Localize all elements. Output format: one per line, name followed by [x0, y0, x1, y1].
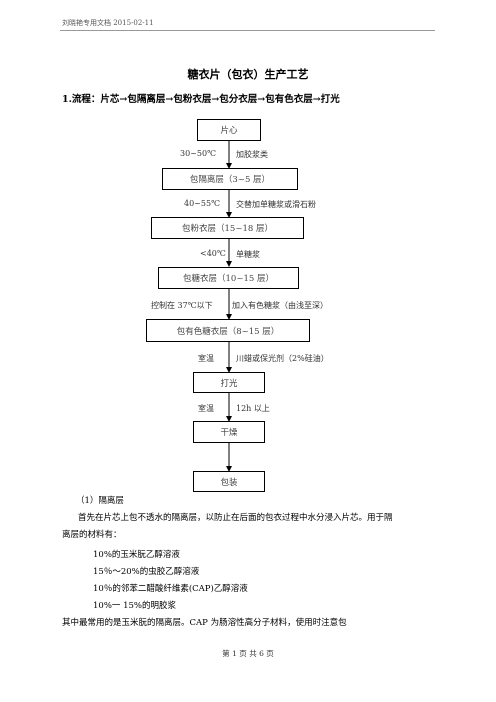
condition-temp: <40℃ [200, 249, 226, 258]
material-item: 10%一 15%的明胶浆 [93, 601, 176, 611]
condition-material: 加胶浆类 [236, 150, 268, 159]
material-item: 10％的邻苯二醋酸纤维素(CAP)乙醇溶液 [93, 584, 248, 594]
condition-material: 交替加单糖浆或滑石粉 [236, 200, 316, 209]
condition-material: 川蜡或保光剂（2%硅油） [236, 354, 329, 363]
paragraph-line: 离层的材料有： [62, 530, 122, 540]
condition-material: 12h 以上 [236, 404, 270, 413]
condition-temp: 40~55℃ [184, 199, 221, 208]
flow-step-powder-layer: 包粉衣层（15~18 层） [151, 217, 304, 239]
section-heading: （1）隔离层 [76, 496, 124, 506]
paragraph-line: 首先在片芯上包不透水的隔离层，以防止在后面的包衣过程中水分浸入片芯。用于隔 [78, 513, 393, 523]
condition-material: 单糖浆 [236, 250, 260, 259]
flow-step-color-layer: 包有色糖衣层（8~15 层） [146, 319, 310, 342]
flow-step-isolation-layer: 包隔离层（3~5 层） [162, 168, 298, 190]
header-rule [60, 30, 435, 31]
process-summary: 1.流程：片芯→包隔离层→包粉衣层→包分衣层→包有色衣层→打光 [62, 94, 340, 105]
condition-material: 加入有色糖浆（由浅至深） [232, 301, 328, 310]
section-paragraph: 首先在片芯上包不透水的隔离层，以防止在后面的包衣过程中水分浸入片芯。用于隔 离层… [62, 510, 438, 544]
material-item: 10%的玉米朊乙醇溶液 [93, 550, 180, 560]
paragraph-closing: 其中最常用的是玉米朊的隔离层。CAP 为肠溶性高分子材料，使用时注意包 [62, 618, 347, 628]
page-header: 刘晓艳专用文档 2015-02-11 [62, 19, 154, 27]
condition-temp: 控制在 37℃以下 [151, 301, 213, 310]
condition-temp: 30~50℃ [180, 149, 217, 158]
flow-step-dry: 干燥 [193, 421, 265, 443]
condition-temp: 室温 [198, 354, 214, 363]
condition-temp: 室温 [198, 404, 214, 413]
material-item: 15％～20%的虫胶乙醇溶液 [93, 567, 200, 577]
page-footer: 第 1 页 共 6 页 [222, 649, 274, 658]
flow-step-pack: 包装 [193, 471, 265, 492]
flow-step-sugar-layer: 包糖衣层（10~15 层） [158, 267, 299, 289]
document-title: 糖衣片（包衣）生产工艺 [187, 68, 309, 81]
flow-step-core: 片心 [197, 119, 261, 141]
flow-step-polish: 打光 [193, 372, 265, 393]
